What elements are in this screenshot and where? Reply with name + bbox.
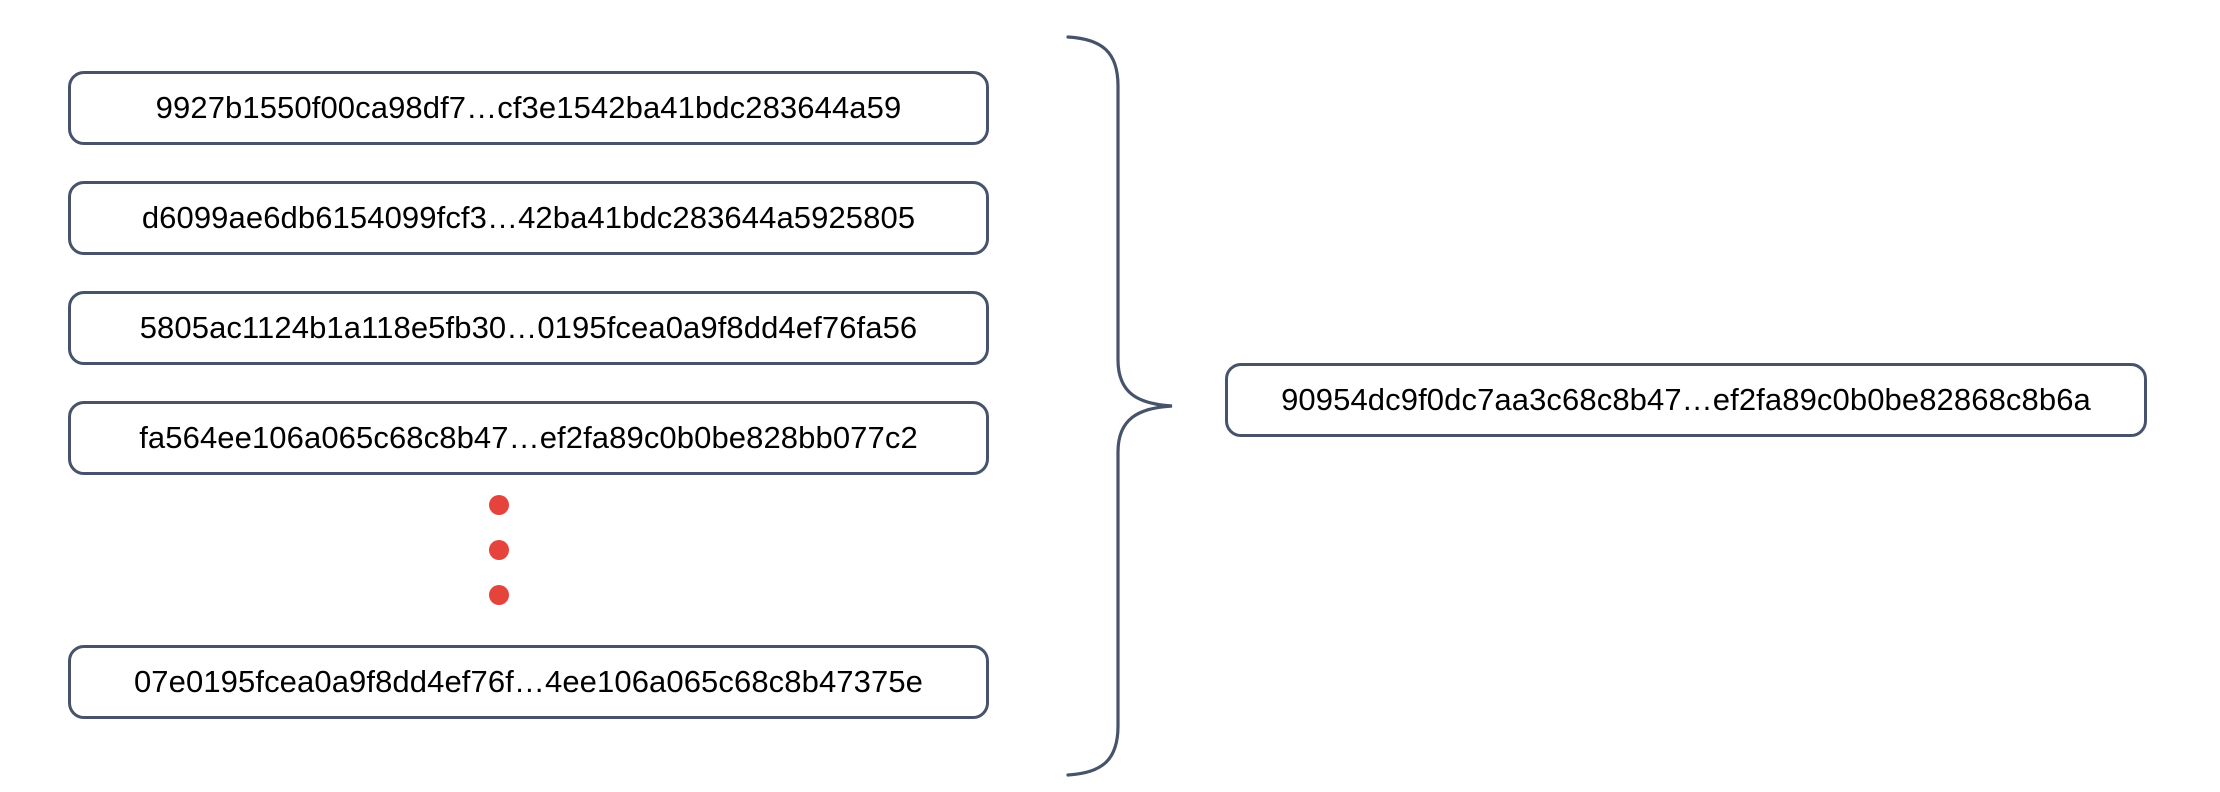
input-hash-box-2[interactable]: d6099ae6db6154099fcf3…42ba41bdc283644a59… <box>68 181 989 255</box>
input-hash-box-5[interactable]: 07e0195fcea0a9f8dd4ef76f…4ee106a065c68c8… <box>68 645 989 719</box>
output-hash-box-1[interactable]: 90954dc9f0dc7aa3c68c8b47…ef2fa89c0b0be82… <box>1225 363 2147 437</box>
hash-label: fa564ee106a065c68c8b47…ef2fa89c0b0be828b… <box>139 420 918 455</box>
ellipsis-dot-icon <box>489 540 509 560</box>
input-hash-box-3[interactable]: 5805ac1124b1a118e5fb30…0195fcea0a9f8dd4e… <box>68 291 989 365</box>
input-hash-box-4[interactable]: fa564ee106a065c68c8b47…ef2fa89c0b0be828b… <box>68 401 989 475</box>
vertical-ellipsis-icon <box>489 495 529 625</box>
hash-label: 07e0195fcea0a9f8dd4ef76f…4ee106a065c68c8… <box>133 664 924 699</box>
hash-label: 5805ac1124b1a118e5fb30…0195fcea0a9f8dd4e… <box>139 310 918 345</box>
hash-label: d6099ae6db6154099fcf3…42ba41bdc283644a59… <box>141 200 916 235</box>
input-hash-box-1[interactable]: 9927b1550f00ca98df7…cf3e1542ba41bdc28364… <box>68 71 989 145</box>
grouping-brace-icon <box>1050 10 1210 790</box>
hash-label: 9927b1550f00ca98df7…cf3e1542ba41bdc28364… <box>155 90 902 125</box>
ellipsis-dot-icon <box>489 495 509 515</box>
hash-label: 90954dc9f0dc7aa3c68c8b47…ef2fa89c0b0be82… <box>1281 382 2091 417</box>
ellipsis-dot-icon <box>489 585 509 605</box>
